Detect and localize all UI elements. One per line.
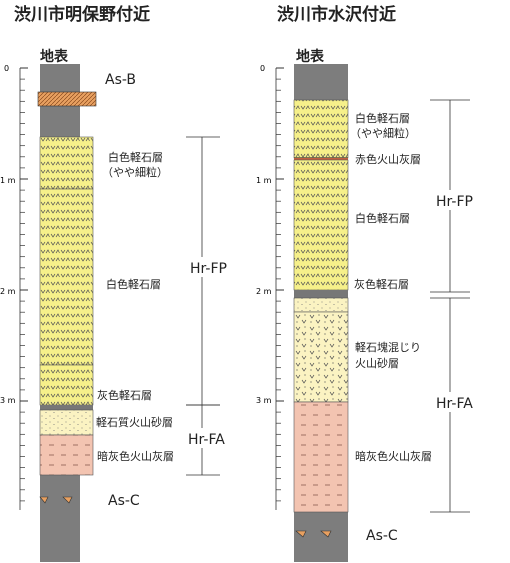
right-section: 渋川市水沢付近 地表 0 1 m 2 m 3 m 白色軽石層 （やや細粒） 赤色… xyxy=(256,4,473,562)
left-depth-scale: 0 1 m 2 m 3 m xyxy=(0,64,28,510)
left-title: 渋川市明保野付近 xyxy=(14,4,150,25)
right-mixed-label-2: 火山砂層 xyxy=(355,357,399,370)
right-white-pumice-layer xyxy=(293,159,349,291)
right-depth-label-0: 0 xyxy=(260,64,265,73)
left-pumiceous-sand-layer xyxy=(39,409,94,436)
right-mixed-label-1: 軽石塊混じり xyxy=(355,341,421,354)
right-fa-label: Hr-FA xyxy=(436,396,473,412)
left-depth-label-2: 2 m xyxy=(0,287,16,296)
right-asc-label: As-C xyxy=(366,528,398,544)
left-asb-label: As-B xyxy=(105,72,136,88)
right-red-ash-label: 赤色火山灰層 xyxy=(355,152,421,166)
right-dark-ash-layer xyxy=(293,401,349,513)
left-dark-ash-label: 暗灰色火山灰層 xyxy=(97,449,174,463)
right-fa-bracket xyxy=(430,297,470,513)
right-depth-scale: 0 1 m 2 m 3 m xyxy=(256,64,284,510)
right-gray-band xyxy=(294,290,348,298)
right-depth-label-1: 1 m xyxy=(256,176,272,185)
right-fine-pumice-label-2: （やや細粒） xyxy=(350,126,416,140)
left-fa-label: Hr-FA xyxy=(188,432,225,448)
left-gray-pumice-layer xyxy=(39,364,94,406)
left-fine-pumice-label-1: 白色軽石層 xyxy=(108,150,163,164)
right-gray-pumice-label: 灰色軽石層 xyxy=(354,277,409,291)
right-depth-label-3: 3 m xyxy=(256,396,272,405)
left-surface-label: 地表 xyxy=(40,48,69,65)
right-white-pumice-label: 白色軽石層 xyxy=(355,211,410,225)
right-title: 渋川市水沢付近 xyxy=(277,4,396,25)
right-fine-pumice-label-1: 白色軽石層 xyxy=(355,111,410,125)
right-mixed-sand-layer xyxy=(293,311,349,403)
left-depth-label-1: 1 m xyxy=(0,176,16,185)
left-fa-bracket xyxy=(186,404,220,476)
right-dark-ash-label: 暗灰色火山灰層 xyxy=(355,449,432,463)
left-dark-ash-layer xyxy=(39,434,94,476)
left-gray-pumice-label: 灰色軽石層 xyxy=(97,388,152,402)
left-fine-pumice-label-2: （やや細粒） xyxy=(102,165,168,179)
right-red-ash-layer xyxy=(294,158,348,160)
right-surface-label: 地表 xyxy=(296,48,325,65)
left-depth-label-3: 3 m xyxy=(0,396,16,405)
left-white-pumice-label: 白色軽石層 xyxy=(106,277,161,291)
left-asc-marks xyxy=(39,496,73,504)
left-asc-label: As-C xyxy=(108,493,140,509)
left-asb-layer xyxy=(37,91,97,107)
right-fp-label: Hr-FP xyxy=(436,194,473,210)
right-tick-marks xyxy=(276,67,284,502)
right-fp-bracket xyxy=(430,99,470,293)
right-fine-pumice-layer xyxy=(293,99,349,159)
left-section: 渋川市明保野付近 地表 0 1 m 2 m 3 m As-B 白色軽石層 （やや… xyxy=(0,4,227,562)
left-tick-marks xyxy=(20,67,28,502)
left-gray-band xyxy=(40,405,93,410)
left-fp-label: Hr-FP xyxy=(190,261,227,277)
left-pumiceous-sand-label: 軽石質火山砂層 xyxy=(96,415,173,429)
left-fine-pumice-layer xyxy=(39,136,94,190)
right-asc-marks xyxy=(295,530,332,538)
left-white-pumice-layer xyxy=(39,188,94,366)
right-thin-sand-layer xyxy=(293,297,349,313)
right-depth-label-2: 2 m xyxy=(256,287,272,296)
left-depth-label-0: 0 xyxy=(4,64,9,73)
